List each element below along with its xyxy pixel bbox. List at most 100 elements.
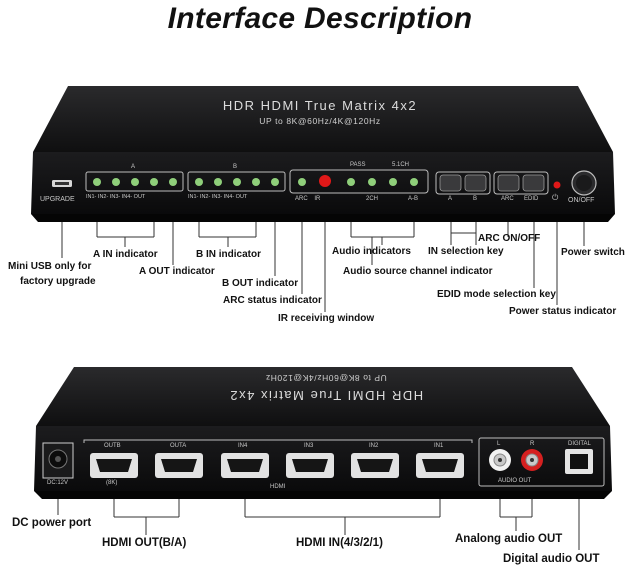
rear-device-subtitle: UP to 8K@60Hz/4K@120Hz	[265, 373, 387, 383]
group-b-frame	[187, 171, 286, 192]
hdmi-in4-port[interactable]	[221, 453, 269, 478]
audio-out-frame	[478, 437, 605, 487]
hdmi-bracket	[83, 439, 473, 443]
in2-label: IN2	[369, 443, 379, 449]
arc-button[interactable]	[497, 174, 520, 192]
outb-label: OUTB	[104, 443, 121, 449]
power-icon-label: ⏻	[552, 193, 559, 202]
arc-status-label: ARC status indicator	[223, 295, 322, 306]
in-select-b-button[interactable]	[464, 174, 487, 192]
r-label: R	[530, 441, 535, 447]
rear-device-name: HDR HDMI True Matrix 4x2	[228, 388, 424, 403]
led-audio-4	[410, 178, 418, 186]
pass-label: PASS	[350, 162, 366, 168]
twoch-label: 2CH	[366, 196, 379, 202]
btn-a-label: A	[448, 196, 453, 202]
power-switch-label: Power switch	[561, 247, 625, 258]
group-b-label: B	[233, 164, 238, 170]
ch51-label: 5.1CH	[392, 162, 410, 168]
in1-label: IN1	[434, 443, 444, 449]
front-leader-lines	[61, 222, 585, 312]
led-audio-1	[347, 178, 355, 186]
key-frame-arc-edid	[493, 171, 549, 195]
ab-label: A-B	[408, 196, 419, 202]
rear-device	[34, 367, 612, 499]
hdmi-out-a-port[interactable]	[155, 453, 203, 478]
btn-arc-label: ARC	[501, 196, 514, 202]
dc-jack-pin	[55, 456, 61, 462]
a-out-indicator-label: A OUT indicator	[139, 266, 215, 277]
hdmi-out-b-port[interactable]	[90, 453, 138, 478]
hdmi-in-label: HDMI IN(4/3/2/1)	[296, 537, 383, 549]
in-select-a-button[interactable]	[439, 174, 462, 192]
group-a-frame	[85, 171, 184, 192]
led-a-in3	[131, 178, 139, 186]
l-label: L	[497, 441, 501, 447]
arc-ir-label: ARC IR	[295, 196, 321, 202]
led-arc-status	[298, 178, 306, 186]
mini-usb-label-2: factory upgrade	[20, 276, 96, 287]
rear-device-shadow	[34, 491, 612, 499]
b-in-indicator-label: B IN indicator	[196, 249, 262, 260]
in-selection-key-label: IN selection key	[428, 246, 504, 257]
hdmi-in3-port[interactable]	[286, 453, 334, 478]
led-a-in4	[150, 178, 158, 186]
b-out-indicator-label: B OUT indicator	[222, 278, 299, 289]
led-a-out	[169, 178, 177, 186]
audio-group-frame	[289, 169, 429, 194]
mini-usb-label: Mini USB only for	[8, 261, 92, 272]
group-a-ports: IN1- IN2- IN3- IN4- OUT	[86, 194, 146, 200]
onoff-label: ON/OFF	[568, 197, 595, 204]
front-device-name: HDR HDMI True Matrix 4x2	[222, 98, 418, 113]
btn-edid-label: EDID	[524, 196, 539, 202]
in4-label: IN4	[238, 443, 248, 449]
front-device-subtitle: UP to 8K@60Hz/4K@120Hz	[259, 116, 381, 126]
power-status-label: Power status indicator	[509, 306, 617, 317]
hdmi-label: HDMI	[270, 484, 286, 490]
led-audio-3	[389, 178, 397, 186]
upgrade-label: UPGRADE	[40, 196, 75, 203]
key-frame-in	[435, 171, 491, 195]
audio-out-label: AUDIO OUT	[498, 478, 532, 484]
led-b-out	[271, 178, 279, 186]
page-title: Interface Description	[167, 2, 473, 35]
front-device-shadow	[31, 214, 615, 222]
front-device	[31, 86, 615, 222]
digital-audio-out-label: Digital audio OUT	[503, 553, 600, 565]
btn-b-label: B	[473, 196, 478, 202]
edid-button[interactable]	[522, 174, 545, 192]
front-device-top	[33, 86, 613, 152]
edid-mode-label: EDID mode selection key	[437, 289, 556, 300]
rear-device-top	[36, 367, 610, 426]
arc-onoff-label: ARC ON/OFF	[478, 233, 541, 244]
led-audio-2	[368, 178, 376, 186]
led-b-in4	[252, 178, 260, 186]
audio-indicators-label: Audio indicators	[332, 246, 411, 257]
led-b-in2	[214, 178, 222, 186]
group-b-ports: IN1- IN2- IN3- IN4- OUT	[188, 194, 248, 200]
dc-label: DC:12V	[47, 480, 69, 486]
in3-label: IN3	[304, 443, 314, 449]
dc-power-port-label: DC power port	[12, 517, 92, 529]
group-a-label: A	[131, 164, 136, 170]
led-a-in1	[93, 178, 101, 186]
a-in-indicator-label: A IN indicator	[93, 249, 158, 260]
led-b-in1	[195, 178, 203, 186]
mini-usb-port-inner	[55, 182, 69, 185]
k8-label: (8K)	[106, 480, 118, 486]
led-b-in3	[233, 178, 241, 186]
hdmi-in1-port[interactable]	[416, 453, 464, 478]
analog-audio-out-label: Analong audio OUT	[455, 533, 563, 545]
ir-window-label: IR receiving window	[278, 313, 375, 324]
power-status-led	[553, 181, 561, 189]
outa-label: OUTA	[170, 443, 187, 449]
digital-label: DIGITAL	[568, 441, 591, 447]
rear-leader-lines	[57, 499, 580, 550]
hdmi-in2-port[interactable]	[351, 453, 399, 478]
hdmi-out-label: HDMI OUT(B/A)	[102, 537, 187, 549]
led-a-in2	[112, 178, 120, 186]
power-switch-inner	[576, 175, 592, 191]
ir-window	[319, 175, 331, 187]
audio-source-label: Audio source channel indicator	[343, 266, 493, 277]
